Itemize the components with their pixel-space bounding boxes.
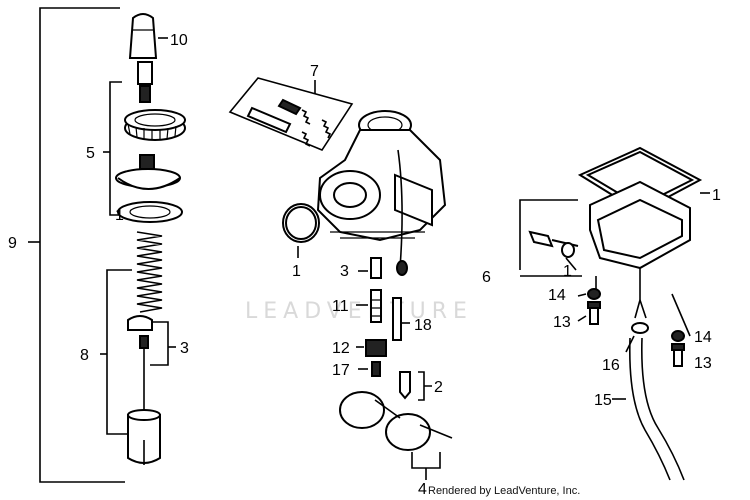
callout-3-left: 3	[180, 340, 189, 357]
callout-17: 17	[332, 362, 350, 379]
screw-13a-part	[587, 301, 601, 325]
callout-9: 9	[8, 235, 17, 252]
pilot-screw-part	[392, 297, 410, 341]
watermark-text: LEADVENTURE	[245, 299, 473, 324]
jet-washer-part	[358, 361, 381, 377]
callout-1-oring: 1	[563, 263, 572, 280]
drain-tube-part	[612, 337, 685, 481]
float-valve-part	[399, 371, 432, 401]
callout-1-gasket: 1	[292, 263, 301, 280]
screw-13b-part	[671, 343, 685, 367]
credit-text: Rendered by LeadVenture, Inc.	[428, 485, 580, 497]
main-jet-part	[356, 339, 387, 357]
callout-11: 11	[332, 298, 349, 315]
float-chamber-part	[589, 180, 691, 319]
o-ring-gasket-part	[282, 203, 320, 258]
callout-5: 5	[86, 145, 95, 162]
throttle-valve-part	[127, 409, 161, 465]
float-part	[339, 391, 453, 480]
drain-screw-part	[528, 230, 579, 258]
rubber-cap-part	[128, 13, 168, 59]
bracket-6	[519, 199, 582, 277]
callout-2: 2	[434, 379, 443, 396]
gasket-left-part	[117, 201, 183, 223]
callout-6: 6	[482, 269, 491, 286]
callout-1-left: 1	[115, 207, 124, 224]
ring-nut-part	[124, 109, 186, 141]
bracket-7	[228, 77, 354, 151]
set-screw-kit-part	[246, 98, 332, 147]
callout-18: 18	[414, 317, 432, 334]
bracket-9	[28, 7, 125, 483]
callout-12: 12	[332, 340, 350, 357]
callout-13b: 13	[694, 355, 712, 372]
slow-jet-part	[358, 257, 382, 279]
cable-adjuster-part	[137, 61, 153, 103]
callout-3-mid: 3	[340, 263, 349, 280]
callout-15: 15	[594, 392, 612, 409]
callout-10: 10	[170, 32, 188, 49]
top-cap-part	[115, 154, 181, 190]
needle-jet-holder-part	[356, 289, 382, 323]
callout-14a: 14	[548, 287, 566, 304]
throttle-spring-part	[136, 231, 163, 313]
bracket-8	[100, 269, 132, 435]
callout-4: 4	[418, 481, 427, 498]
carburetor-body-part	[316, 110, 447, 276]
callout-14b: 14	[694, 329, 712, 346]
washer-14b-part	[671, 330, 685, 342]
bracket-3-left	[150, 321, 176, 366]
washer-14a-part	[587, 288, 601, 300]
callout-7: 7	[310, 63, 319, 80]
callout-16: 16	[602, 357, 620, 374]
bracket-5	[103, 81, 122, 216]
callout-13a: 13	[553, 314, 571, 331]
jet-needle-part	[127, 315, 153, 410]
callout-1-right: 1	[712, 187, 721, 204]
callout-8: 8	[80, 347, 89, 364]
